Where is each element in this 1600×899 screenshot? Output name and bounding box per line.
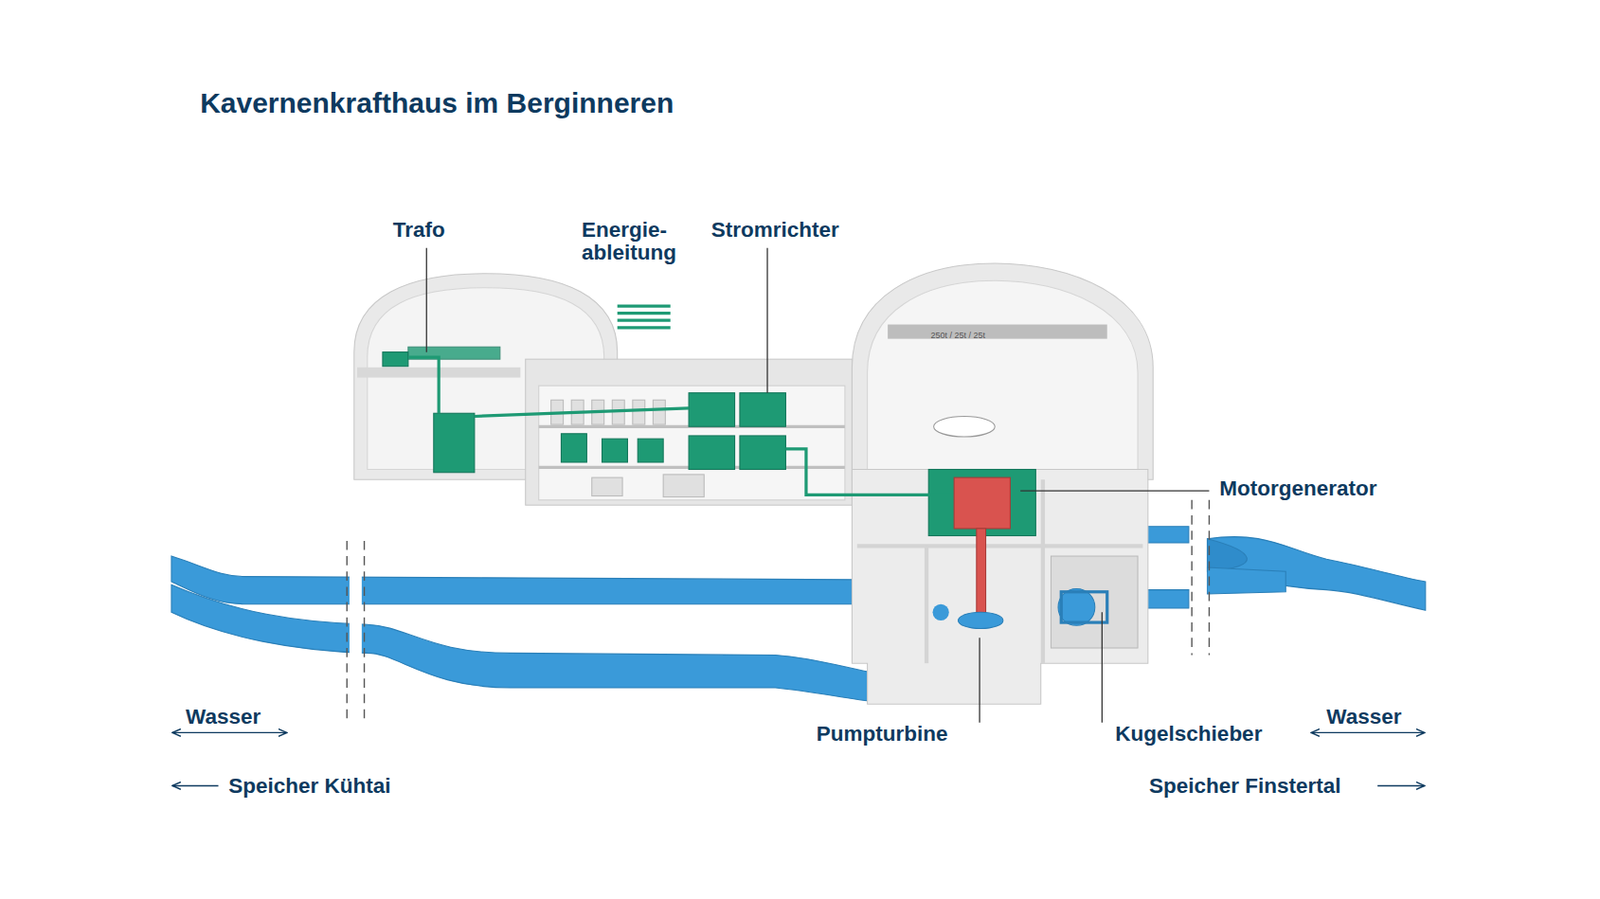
part-label: Speicher Kühtai — [228, 774, 391, 798]
part-label: Pumpturbine — [816, 722, 949, 746]
part-label: Energie- ableitung — [581, 218, 677, 266]
part-label: Wasser — [1326, 705, 1402, 729]
part-label: Wasser — [185, 705, 261, 729]
part-label: Speicher Finstertal — [1149, 774, 1342, 798]
diagram-title: Kavernenkrafthaus im Berginneren — [199, 88, 674, 119]
crane-capacity: 250t / 25t / 25t — [930, 331, 986, 342]
part-label: Kugelschieber — [1114, 722, 1262, 746]
part-label: Motorgenerator — [1219, 477, 1377, 501]
part-label: Trafo — [393, 218, 446, 242]
part-label: Stromrichter — [711, 218, 840, 242]
